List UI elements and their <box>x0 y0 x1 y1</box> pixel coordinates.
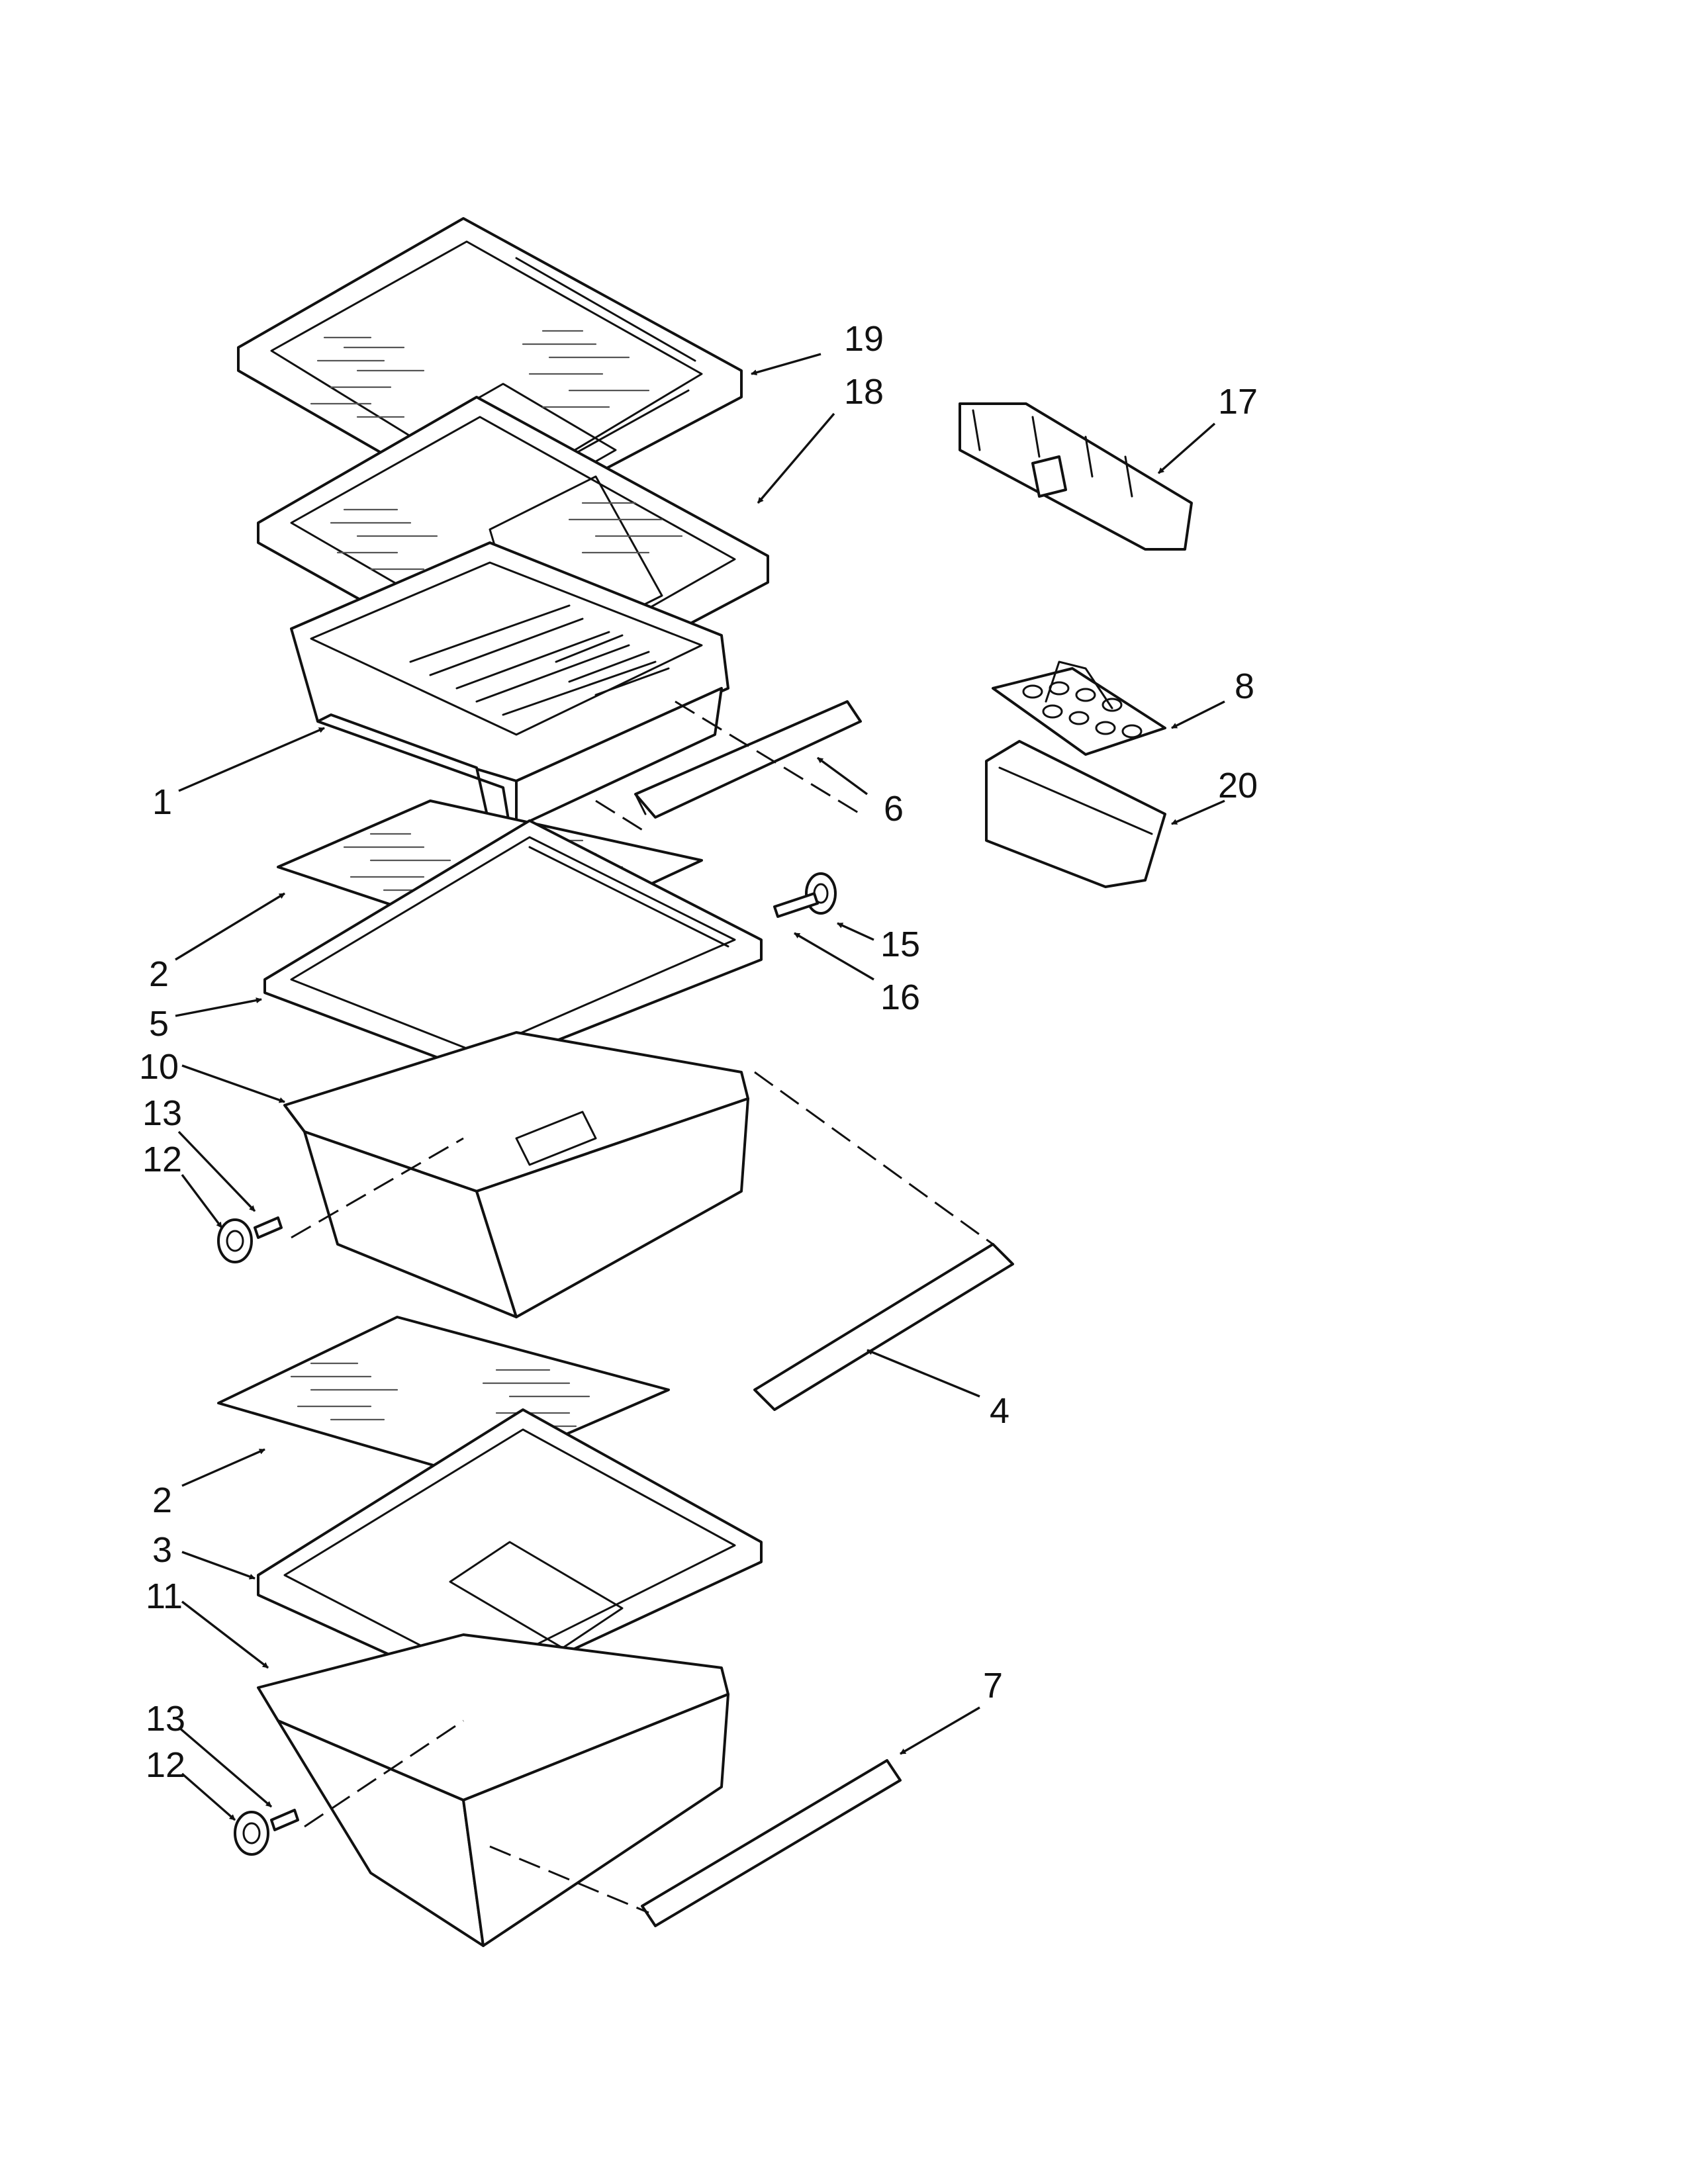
leader-7 <box>900 1706 980 1755</box>
part-20-egg-bin <box>985 740 1166 888</box>
part-13-screw-upper <box>254 1216 283 1239</box>
part-11-crisper-drawer-lower <box>257 1633 729 1947</box>
part-5-shelf-frame-upper <box>263 819 763 1073</box>
leader-4 <box>867 1349 980 1398</box>
callout-18: 18 <box>844 372 884 412</box>
callout-17: 17 <box>1218 382 1258 422</box>
leader-5 <box>175 997 262 1017</box>
callout-3: 3 <box>152 1530 172 1570</box>
leader-16 <box>794 932 874 981</box>
part-13-screw-lower <box>270 1809 299 1831</box>
leader-6 <box>816 756 868 796</box>
callout-12-lower: 12 <box>146 1745 185 1785</box>
callout-13-upper: 13 <box>142 1093 182 1133</box>
leader-2a <box>175 892 285 961</box>
callout-15: 15 <box>880 925 920 964</box>
leader-13a <box>177 1130 256 1212</box>
leader-19 <box>751 353 821 376</box>
callout-16: 16 <box>880 978 920 1017</box>
callout-11: 11 <box>146 1576 183 1616</box>
part-10-crisper-drawer <box>283 1031 749 1318</box>
leader-15 <box>837 922 874 941</box>
leader-12b <box>181 1772 236 1821</box>
part-6-front-rail <box>634 700 862 819</box>
leader-10 <box>181 1064 285 1103</box>
callout-13-lower: 13 <box>146 1699 185 1739</box>
callout-20: 20 <box>1218 766 1258 805</box>
leader-1 <box>178 727 325 792</box>
leader-3 <box>181 1551 256 1580</box>
leader-8 <box>1171 700 1225 729</box>
callout-19: 19 <box>844 319 884 359</box>
callout-8: 8 <box>1235 666 1254 706</box>
leader-18 <box>757 412 835 504</box>
part-12-roller-lower <box>234 1811 269 1856</box>
part-19-crisper-cover <box>237 217 743 524</box>
leader-2b <box>181 1448 265 1487</box>
leader-17 <box>1157 422 1216 475</box>
callout-6: 6 <box>884 789 904 829</box>
callout-2-lower: 2 <box>152 1480 172 1520</box>
callout-12-upper: 12 <box>142 1140 182 1179</box>
leader-12a <box>181 1173 223 1229</box>
alignment-lines <box>291 700 994 1914</box>
leader-20 <box>1171 799 1225 825</box>
part-17-door-bin <box>959 402 1193 551</box>
callout-2-upper: 2 <box>149 954 169 994</box>
callout-1: 1 <box>152 782 172 822</box>
leader-11 <box>181 1600 269 1669</box>
part-12-roller-upper <box>217 1218 253 1263</box>
callout-4: 4 <box>990 1391 1009 1431</box>
part-8-egg-tray <box>992 660 1166 756</box>
leader-13b <box>177 1726 273 1808</box>
part-16-screw <box>773 892 819 918</box>
callout-7: 7 <box>983 1666 1003 1706</box>
part-4-front-rail <box>753 1243 1014 1411</box>
part-3-shelf-frame-lower <box>257 1408 763 1696</box>
callout-labels: 19 18 17 8 20 1 6 2 15 16 5 10 13 12 4 2… <box>139 319 1258 1785</box>
part-7-front-rail <box>641 1759 902 1927</box>
callout-10: 10 <box>139 1047 179 1087</box>
leader-lines <box>175 353 1225 1821</box>
callout-5: 5 <box>149 1004 169 1044</box>
